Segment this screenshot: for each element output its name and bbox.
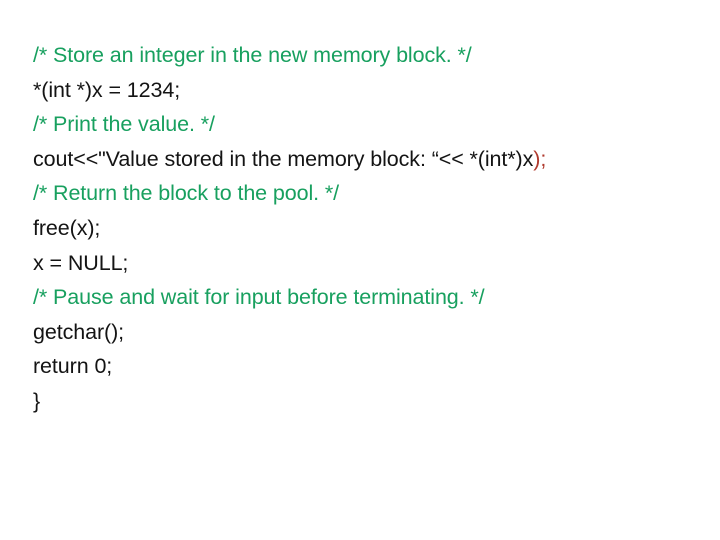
code-line-assign-int: *(int *)x = 1234; — [33, 77, 181, 102]
code-line-getchar: getchar(); — [33, 319, 125, 344]
code-line-cout-closing-paren: ); — [533, 146, 547, 171]
code-line-comment-return-block: /* Return the block to the pool. */ — [33, 181, 340, 206]
code-line-closing-brace: } — [33, 388, 41, 413]
code-line-x-null: x = NULL; — [33, 250, 129, 275]
code-line-cout-main: cout<<"Value stored in the memory block:… — [33, 146, 534, 171]
code-line-cout-value: cout<<"Value stored in the memory block:… — [33, 142, 708, 177]
code-line-free-x: free(x); — [33, 215, 101, 240]
code-listing: /* Store an integer in the new memory bl… — [33, 38, 708, 419]
code-line-comment-store-integer: /* Store an integer in the new memory bl… — [33, 43, 472, 67]
code-line-comment-print-value: /* Print the value. */ — [33, 112, 215, 137]
code-line-comment-pause-wait: /* Pause and wait for input before termi… — [33, 285, 485, 310]
code-line-return-zero: return 0; — [33, 354, 113, 379]
